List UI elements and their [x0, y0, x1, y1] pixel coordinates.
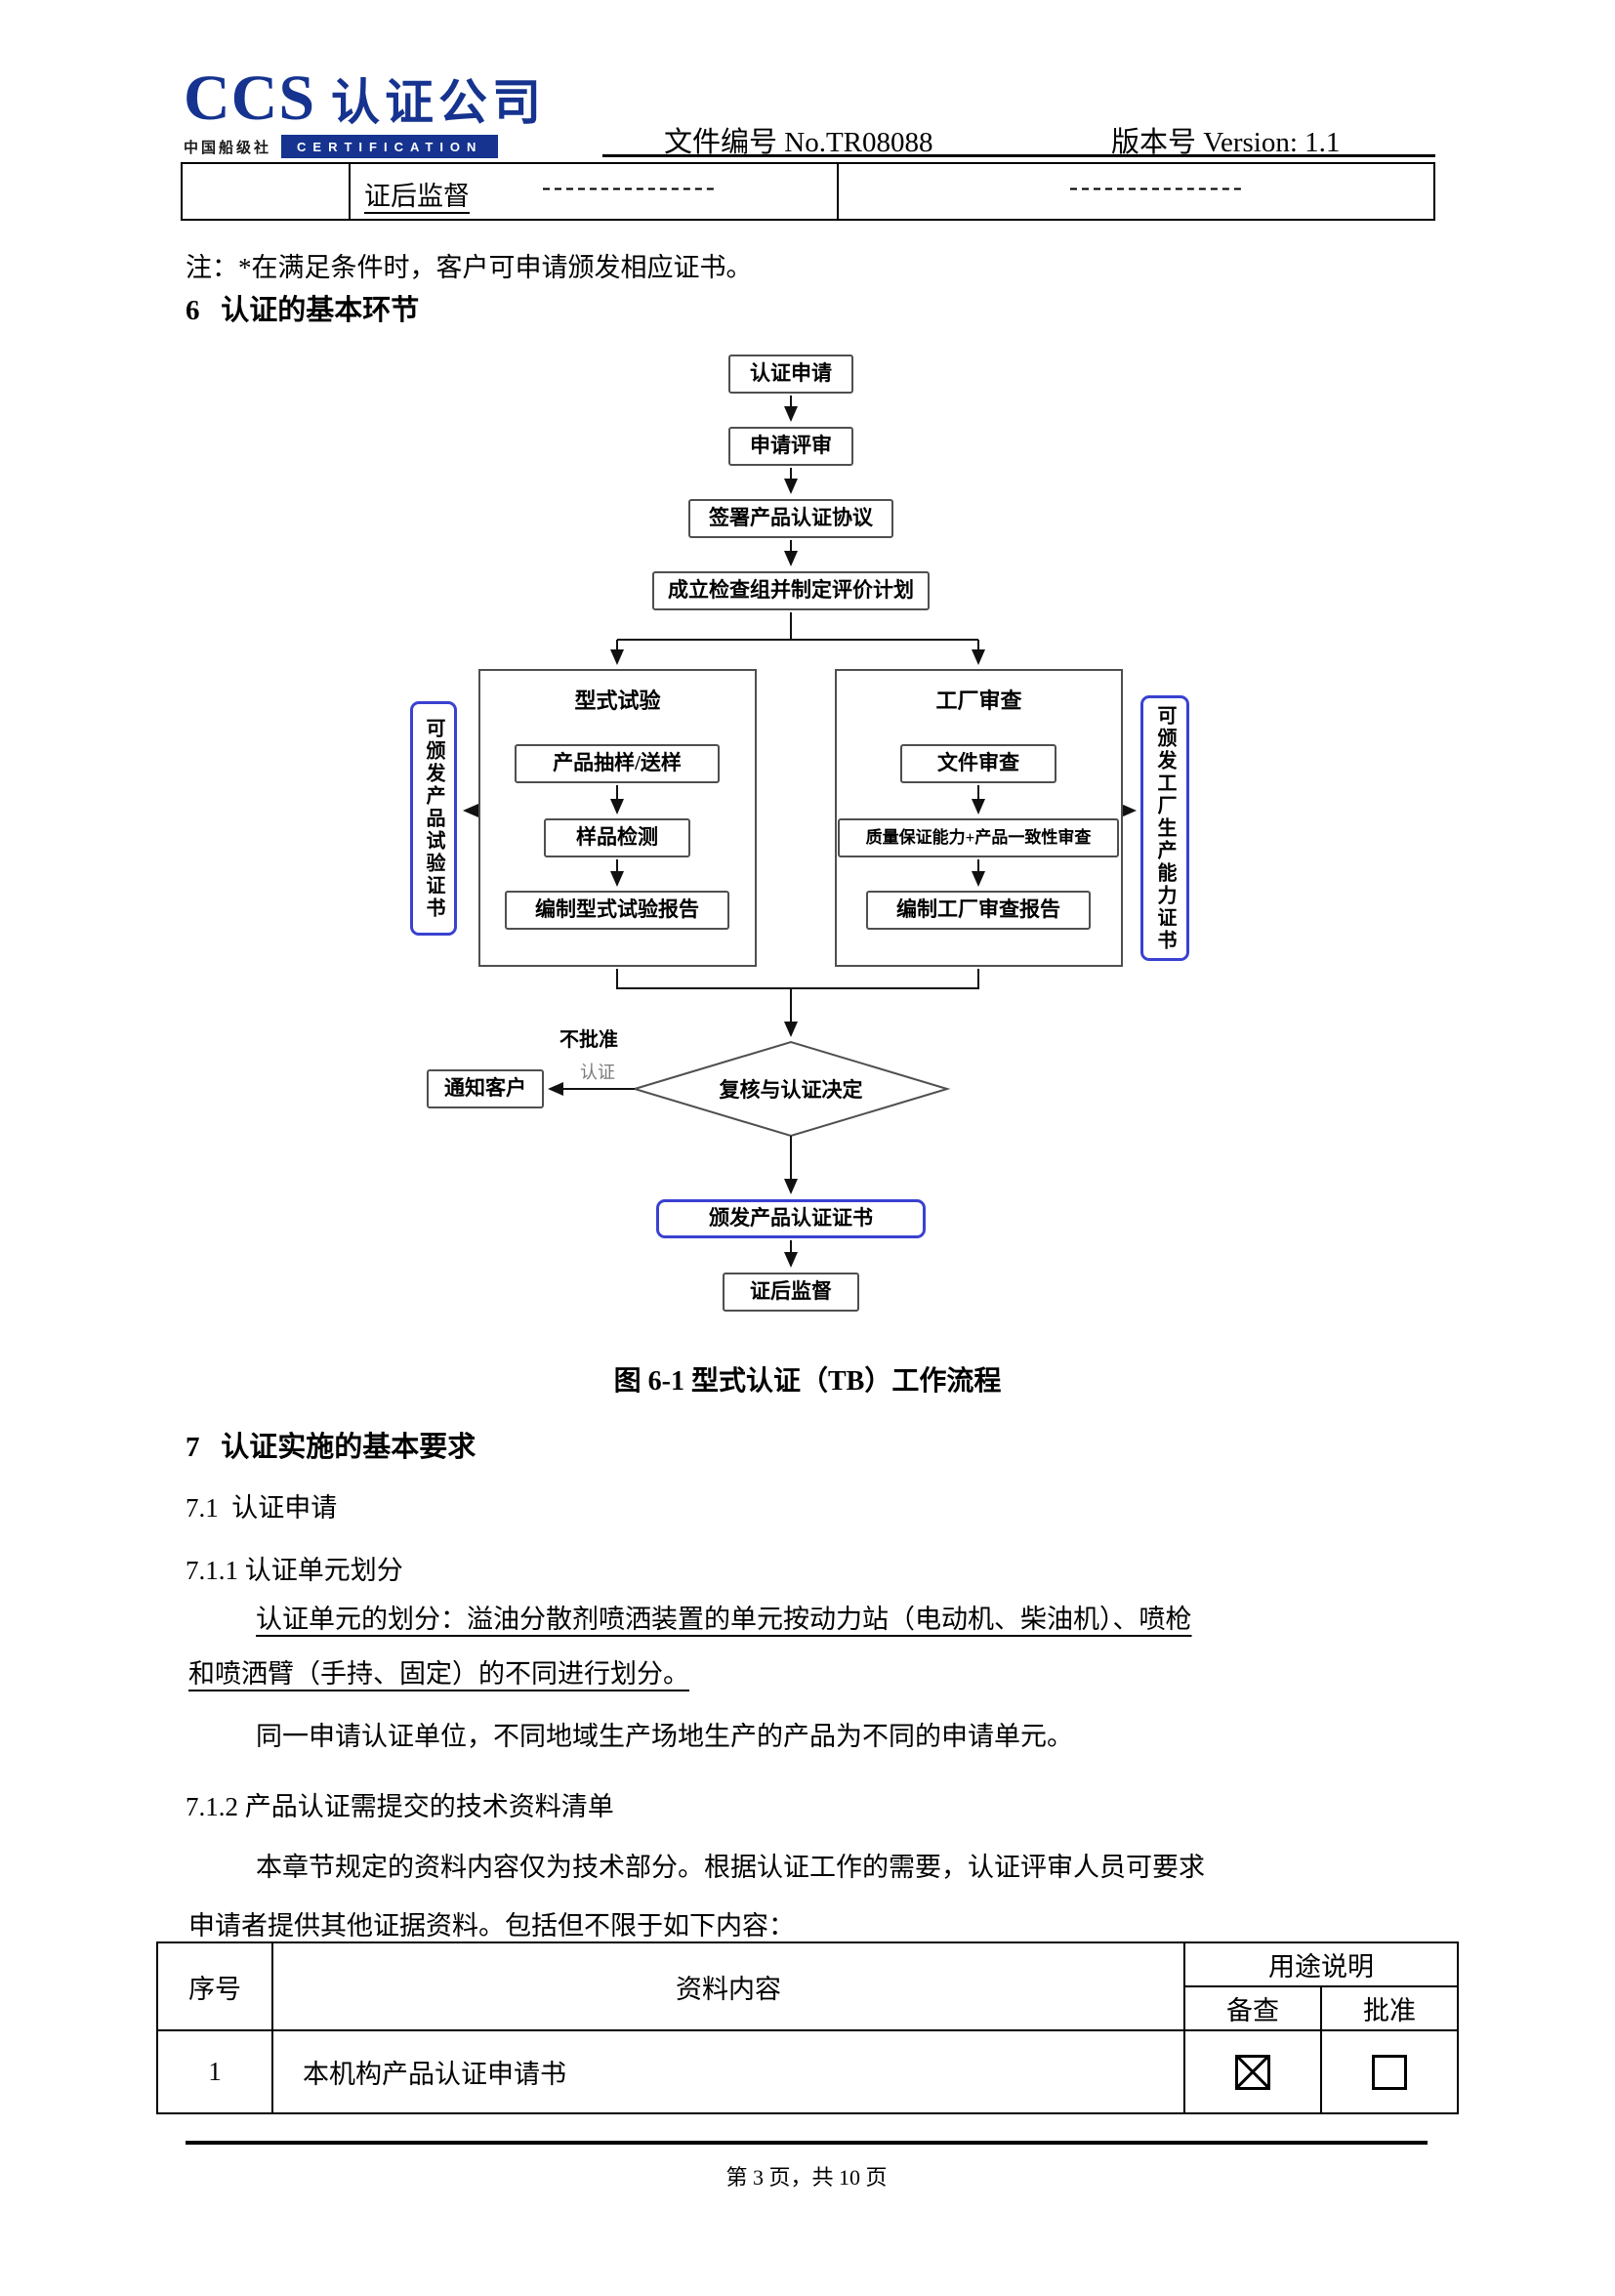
- node-application-review: 申请评审: [728, 427, 853, 466]
- same-unit-paragraph: 同一申请认证单位，不同地域生产场地生产的产品为不同的申请单元。: [256, 1722, 1073, 1751]
- node-notify-client: 通知客户: [427, 1069, 544, 1108]
- checkbox-pizhun: [1372, 2054, 1407, 2090]
- materials-table: 序号 资料内容 用途说明 备查 批准 1 本机构产品认证申请书: [156, 1941, 1459, 2114]
- decision-diamond-shape: [631, 1040, 951, 1138]
- post-supervision-label: 证后监督: [364, 182, 470, 211]
- node-document-review: 文件审查: [900, 744, 1056, 783]
- heading-7-1: 7.1 认证申请: [186, 1493, 338, 1523]
- figure-caption: 图 6-1 型式认证（TB）工作流程: [613, 1366, 1002, 1397]
- node-qa-consistency-review: 质量保证能力+产品一致性审查: [838, 818, 1119, 857]
- note-text: 注：*在满足条件时，客户可申请颁发相应证书。: [186, 253, 753, 282]
- product-test-certificate-callout: 可颁发产品试验证书: [410, 701, 457, 936]
- row-approve-cell: [1320, 2029, 1459, 2114]
- table-row: 1 本机构产品认证申请书: [156, 2029, 1459, 2114]
- company-logo: CCS 认证公司 中国船级社 CERTIFICATION: [184, 66, 546, 158]
- node-inspection-team: 成立检查组并制定评价计划: [652, 571, 930, 610]
- heading-section-7: 7 认证实施的基本要求: [186, 1432, 476, 1463]
- footer-rule: [186, 2141, 1428, 2145]
- ccs-logo-text: CCS: [184, 63, 316, 134]
- unit-division-line2: 和喷洒臂（手持、固定）的不同进行划分。: [188, 1659, 689, 1689]
- table-divider: [349, 164, 351, 219]
- node-issue-certificate: 颁发产品认证证书: [656, 1199, 926, 1238]
- header-rule: [602, 154, 1435, 157]
- heading-7-1-2: 7.1.2 产品认证需提交的技术资料清单: [186, 1792, 614, 1821]
- continued-table-row: 证后监督 --------------- ---------------: [181, 162, 1435, 221]
- type-test-title: 型式试验: [574, 689, 661, 713]
- type-test-group: [478, 669, 757, 967]
- factory-capability-certificate-callout: 可颁发工厂生产能力证书: [1140, 695, 1189, 961]
- column-header-check: 备查: [1183, 1985, 1322, 2031]
- column-header-approve: 批准: [1320, 1985, 1459, 2031]
- factory-capability-certificate-label: 可颁发工厂生产能力证书: [1154, 704, 1176, 952]
- dash-placeholder: ---------------: [1069, 172, 1245, 201]
- row-seq: 1: [156, 2029, 273, 2114]
- version-number: 版本号 Version: 1.1: [1111, 127, 1341, 158]
- logo-subtitle: 中国船级社: [184, 140, 272, 156]
- table-divider: [837, 164, 839, 219]
- branch-label-approve: 认证: [580, 1063, 615, 1082]
- row-content: 本机构产品认证申请书: [271, 2029, 1185, 2114]
- node-sampling: 产品抽样/送样: [515, 744, 720, 783]
- branch-label-reject: 不批准: [559, 1029, 618, 1051]
- row-check-cell: [1183, 2029, 1322, 2114]
- materials-paragraph-line2: 申请者提供其他证据资料。包括但不限于如下内容：: [188, 1911, 795, 1941]
- node-sample-testing: 样品检测: [544, 818, 690, 857]
- node-sign-agreement: 签署产品认证协议: [688, 499, 893, 538]
- materials-paragraph-line1: 本章节规定的资料内容仅为技术部分。根据认证工作的需要，认证评审人员可要求: [256, 1853, 1205, 1882]
- column-header-content: 资料内容: [271, 1941, 1185, 2031]
- node-post-supervision: 证后监督: [723, 1273, 859, 1312]
- page-number: 第 3 页，共 10 页: [725, 2165, 888, 2190]
- document-number: 文件编号 No.TR08088: [664, 127, 933, 158]
- dash-placeholder: ---------------: [542, 172, 718, 201]
- logo-company-name: 认证公司: [331, 75, 547, 130]
- certification-banner: CERTIFICATION: [281, 135, 499, 158]
- heading-section-6: 6 认证的基本环节: [186, 295, 420, 326]
- column-header-seq: 序号: [156, 1941, 273, 2031]
- unit-division-line1: 认证单元的划分：溢油分散剂喷洒装置的单元按动力站（电动机、柴油机）、喷枪: [256, 1605, 1192, 1634]
- node-factory-audit-report: 编制工厂审查报告: [866, 891, 1091, 930]
- factory-audit-group: [835, 669, 1123, 967]
- node-type-test-report: 编制型式试验报告: [505, 891, 729, 930]
- heading-7-1-1: 7.1.1 认证单元划分: [186, 1556, 403, 1585]
- node-apply: 认证申请: [728, 355, 853, 394]
- checkbox-beicha: [1235, 2054, 1270, 2090]
- factory-audit-title: 工厂审查: [935, 689, 1022, 713]
- node-decision: 复核与认证决定: [719, 1078, 863, 1102]
- column-header-usage: 用途说明: [1183, 1941, 1459, 1987]
- product-test-certificate-label: 可颁发产品试验证书: [423, 717, 444, 920]
